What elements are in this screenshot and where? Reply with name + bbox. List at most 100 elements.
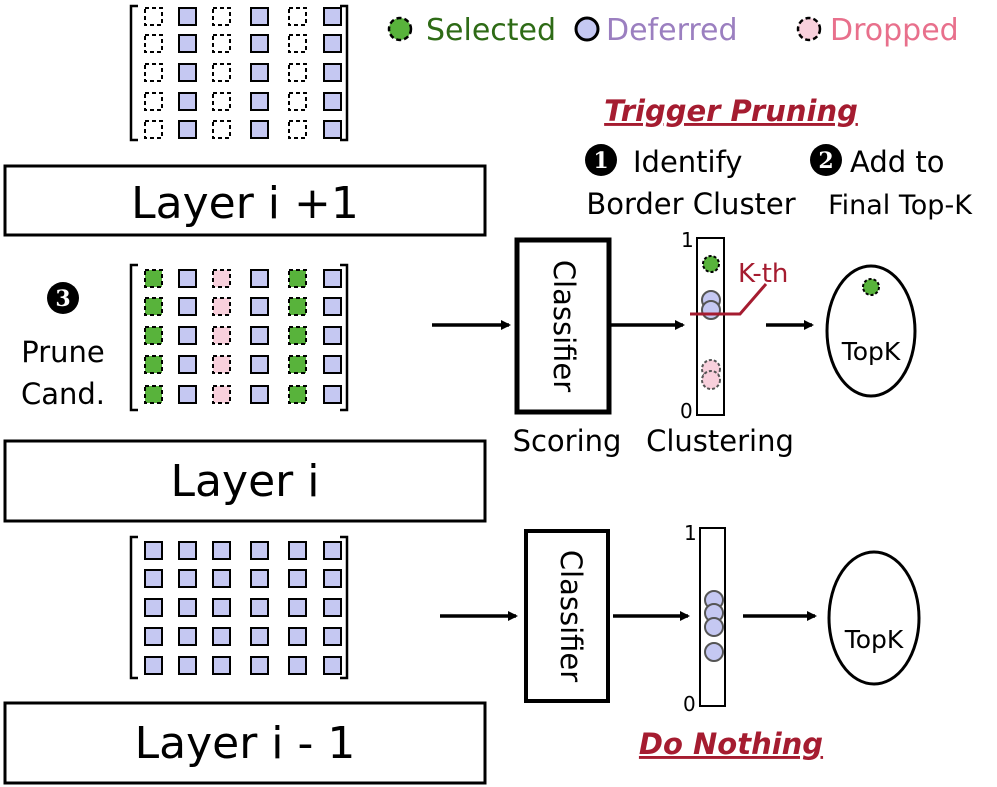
token-cell-deferred — [250, 627, 269, 646]
token-cell-dropped — [144, 92, 163, 111]
token-cell-selected — [144, 385, 163, 404]
step-2-line-2: Final Top-K — [828, 190, 973, 221]
bracket-middle-left — [129, 263, 138, 412]
token-cell-deferred — [323, 269, 342, 288]
token-cell-deferred — [212, 627, 231, 646]
token-cell-dropped — [144, 63, 163, 82]
bracket-upper-right — [340, 4, 349, 142]
step-2-badge — [810, 144, 842, 176]
prune-candidates-note: 3 Prune Cand. — [21, 282, 105, 411]
token-cell-deferred — [323, 297, 342, 316]
token-cell-dropped — [288, 120, 307, 139]
token-cell-dropped — [288, 63, 307, 82]
token-cell-dropped — [144, 7, 163, 26]
token-cell-deferred — [144, 598, 163, 617]
token-cell-deferred — [323, 34, 342, 53]
token-cell-deferred — [288, 656, 307, 675]
axis-top-label-upper: 1 — [681, 228, 694, 252]
token-cell-deferred — [288, 541, 307, 560]
token-cell-dropped — [212, 92, 231, 111]
topk-selected-token — [862, 278, 880, 296]
token-cell-deferred — [144, 569, 163, 588]
token-cell-deferred — [323, 385, 342, 404]
token-cell-selected — [288, 297, 307, 316]
step-2-line-1: Add to — [850, 145, 944, 179]
token-cell-deferred — [250, 598, 269, 617]
bracket-upper-left — [129, 4, 138, 142]
token-cell-deferred — [323, 7, 342, 26]
classifier-box-lower — [524, 529, 610, 703]
legend-deferred-marker — [574, 16, 600, 42]
prune-line-2: Cand. — [21, 377, 105, 411]
kth-threshold-line — [690, 283, 768, 316]
step-3-number: 3 — [55, 286, 70, 312]
step-1-number: 1 — [593, 148, 608, 174]
token-cell-selected — [144, 355, 163, 374]
pipeline-trigger: Trigger Pruning 1 Identify Border Cluste… — [432, 94, 973, 458]
classifier-box-upper — [514, 237, 612, 415]
token-cell-deferred — [323, 92, 342, 111]
token-cell-deferred — [178, 269, 197, 288]
token-cell-deferred — [250, 569, 269, 588]
token-cell-dropped — [288, 7, 307, 26]
layer-upper-box — [3, 164, 487, 237]
bracket-lower-left — [129, 535, 138, 680]
token-cell-deferred — [178, 541, 197, 560]
token-cell-deferred — [323, 569, 342, 588]
layer-middle-label: Layer i — [171, 456, 320, 507]
token-cell-deferred — [250, 92, 269, 111]
step-1-badge — [585, 144, 617, 176]
topk-container-upper — [825, 264, 917, 398]
layer-lower-box — [3, 701, 487, 785]
token-cell-deferred — [178, 297, 197, 316]
topk-container-lower — [827, 550, 921, 686]
token-cell-deferred — [212, 541, 231, 560]
step-1-line-1: Identify — [633, 145, 742, 179]
token-cell-deferred — [178, 355, 197, 374]
legend-dropped-label: Dropped — [830, 13, 959, 48]
token-cell-dropped — [212, 355, 231, 374]
token-cell-deferred — [178, 63, 197, 82]
token-cell-selected — [288, 355, 307, 374]
token-cell-dropped — [288, 34, 307, 53]
token-cell-deferred — [250, 7, 269, 26]
kth-label: K-th — [738, 259, 788, 289]
token-grid-middle — [144, 269, 342, 404]
score-point-lower-4 — [704, 642, 724, 662]
token-cell-deferred — [288, 569, 307, 588]
grid-brackets — [129, 4, 349, 680]
axis-top-label-lower: 1 — [684, 521, 697, 545]
legend-dropped-marker — [796, 16, 822, 42]
token-cell-dropped — [212, 63, 231, 82]
token-cell-deferred — [250, 120, 269, 139]
bracket-lower-right — [340, 535, 349, 680]
token-cell-selected — [144, 297, 163, 316]
token-cell-deferred — [250, 326, 269, 345]
token-cell-dropped — [212, 297, 231, 316]
step-1-line-2: Border Cluster — [586, 187, 795, 221]
token-cell-deferred — [250, 269, 269, 288]
token-cell-selected — [288, 326, 307, 345]
token-cell-deferred — [212, 569, 231, 588]
token-cell-dropped — [212, 269, 231, 288]
token-cell-dropped — [144, 34, 163, 53]
token-cell-deferred — [178, 92, 197, 111]
layer-lower: Layer i - 1 — [3, 701, 487, 785]
prune-line-1: Prune — [21, 335, 105, 369]
token-cell-deferred — [212, 656, 231, 675]
token-cell-selected — [144, 269, 163, 288]
token-cell-deferred — [178, 7, 197, 26]
token-cell-deferred — [323, 656, 342, 675]
classifier-label-upper: Classifier — [547, 260, 581, 392]
token-cell-deferred — [250, 63, 269, 82]
token-cell-deferred — [323, 598, 342, 617]
token-cell-dropped — [144, 120, 163, 139]
token-cell-deferred — [323, 541, 342, 560]
token-cell-deferred — [250, 656, 269, 675]
step-2-number: 2 — [818, 148, 833, 174]
token-cell-deferred — [178, 385, 197, 404]
token-cell-deferred — [178, 120, 197, 139]
bracket-middle-right — [340, 263, 349, 412]
token-cell-selected — [144, 326, 163, 345]
pipeline-do-nothing: Classifier 1 0 TopK Do Nothing — [440, 521, 921, 761]
